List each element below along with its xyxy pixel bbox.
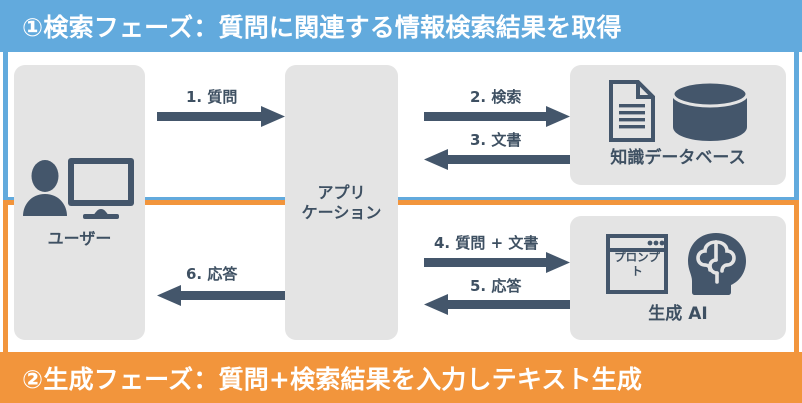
prompt-window-text: プロンプ ト bbox=[606, 250, 668, 278]
node-knowledge-base: 知識データベース bbox=[570, 65, 786, 185]
monitor-icon bbox=[65, 156, 137, 220]
knowledge-base-icon-group bbox=[607, 80, 749, 143]
retrieval-phase-banner: ①検索フェーズ：質問に関連する情報検索結果を取得 bbox=[0, 0, 802, 52]
prompt-window-text-line1: プロンプ bbox=[614, 250, 660, 265]
generative-ai-icon-group: プロンプ ト bbox=[606, 230, 750, 298]
generation-phase-banner-text: ②生成フェーズ：質問+検索結果を入力しテキスト生成 bbox=[22, 364, 643, 394]
node-application: アプリ ケーション bbox=[285, 65, 398, 340]
node-user-label: ユーザー bbox=[47, 229, 112, 248]
arrow-6-response bbox=[157, 283, 285, 309]
arrow-1-question bbox=[157, 104, 285, 130]
arrow-4-question-plus-document bbox=[424, 250, 570, 276]
node-application-label-line1: アプリ bbox=[317, 182, 366, 202]
user-icon-group bbox=[22, 156, 137, 220]
node-user: ユーザー bbox=[14, 65, 145, 340]
arrow-3-document bbox=[424, 147, 570, 173]
generation-phase-frame bbox=[3, 200, 799, 352]
node-knowledge-base-label: 知識データベース bbox=[610, 148, 746, 169]
generation-phase-banner: ②生成フェーズ：質問+検索結果を入力しテキスト生成 bbox=[0, 352, 802, 403]
arrow-5-response bbox=[424, 292, 570, 318]
arrow-2-label: 2. 検索 bbox=[470, 88, 522, 106]
document-icon bbox=[607, 80, 657, 143]
node-generative-ai-label: 生成 AI bbox=[648, 304, 708, 325]
arrow-4-label: 4. 質問 + 文書 bbox=[434, 234, 539, 252]
node-generative-ai: プロンプ ト 生成 bbox=[570, 216, 786, 340]
prompt-window-text-line2: ト bbox=[631, 263, 643, 278]
prompt-window-icon: プロンプ ト bbox=[606, 234, 668, 295]
retrieval-phase-banner-text: ①検索フェーズ：質問に関連する情報検索結果を取得 bbox=[22, 13, 622, 42]
arrow-1-label: 1. 質問 bbox=[186, 88, 238, 106]
retrieval-phase-frame bbox=[3, 52, 799, 202]
arrow-6-label: 6. 応答 bbox=[186, 265, 238, 283]
arrow-2-search bbox=[424, 104, 570, 130]
brain-head-icon bbox=[682, 230, 750, 298]
node-application-label-line2: ケーション bbox=[301, 202, 382, 222]
arrow-5-label: 5. 応答 bbox=[470, 277, 522, 295]
arrow-3-label: 3. 文書 bbox=[470, 131, 522, 149]
person-icon bbox=[22, 159, 68, 217]
database-cylinder-icon bbox=[671, 80, 749, 142]
